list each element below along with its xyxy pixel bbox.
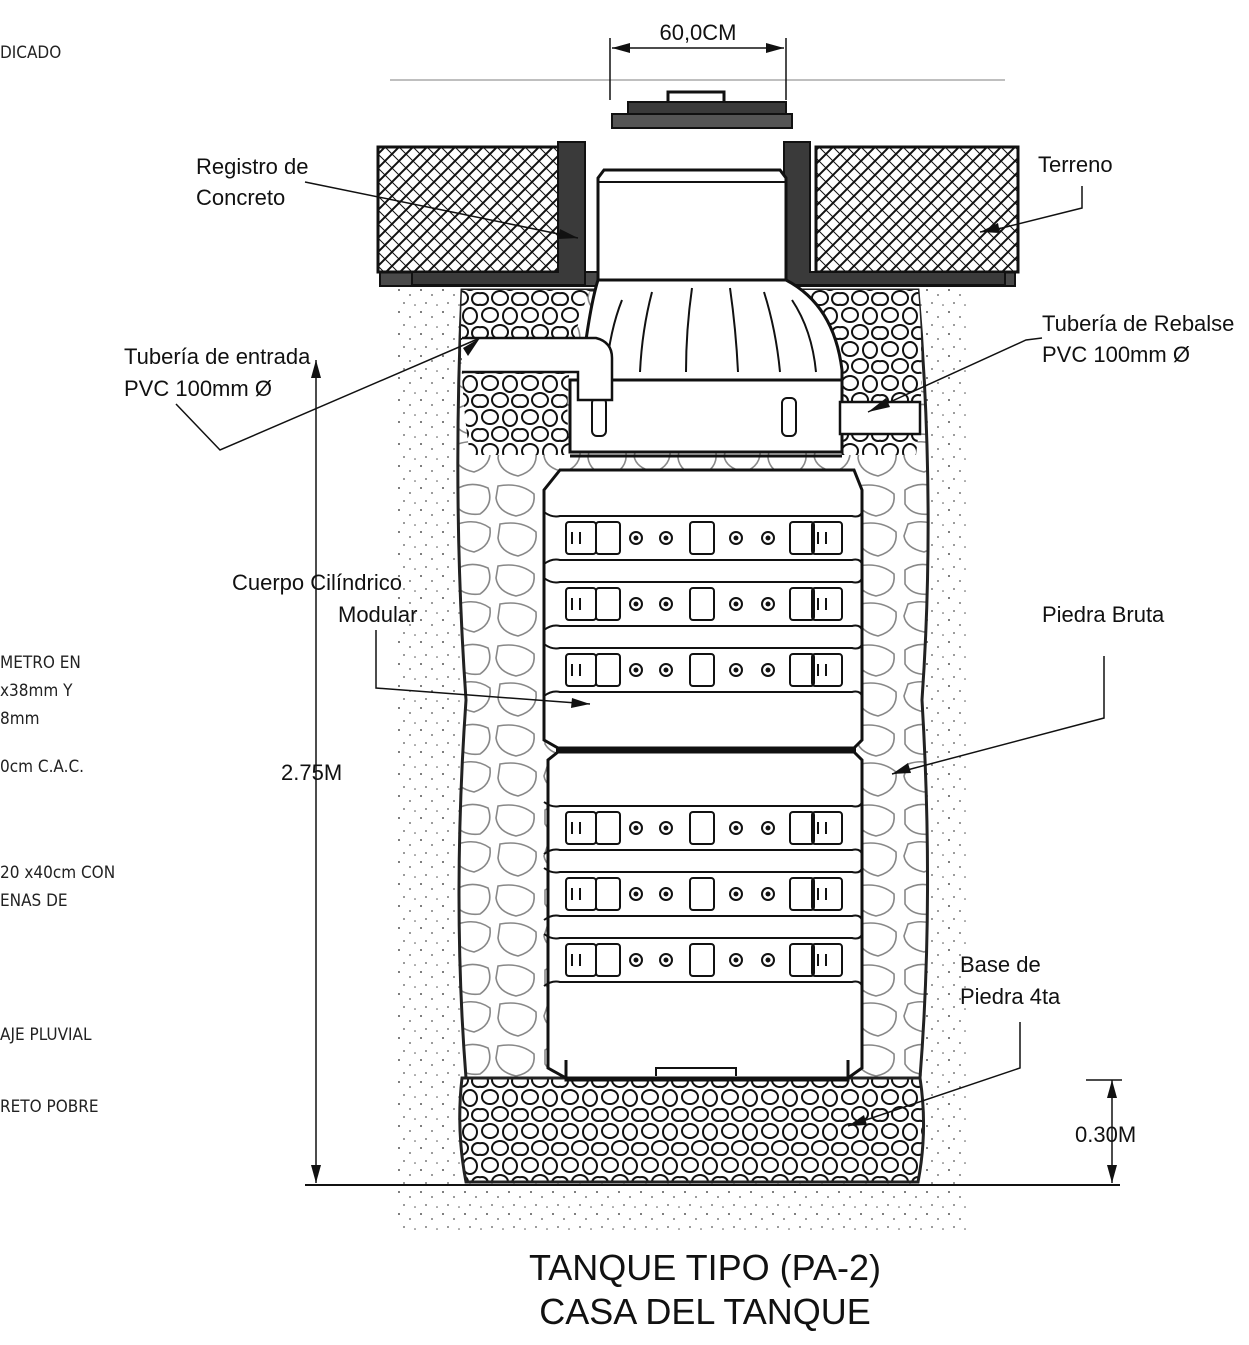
label-terreno: Terreno <box>979 152 1113 233</box>
dimension-top: 60,0CM <box>609 20 787 100</box>
label-registro: Registro de Concreto <box>196 154 579 239</box>
label-rebalse-line2: PVC 100mm Ø <box>1042 342 1190 367</box>
terrain-block-right <box>814 145 1020 274</box>
registro-wall-left <box>411 141 586 286</box>
lid-rim <box>611 113 793 129</box>
label-rebalse-line1: Tubería de Rebalse <box>1042 311 1234 336</box>
dim-top-width: 60,0CM <box>659 20 736 45</box>
tank-module-row <box>543 933 863 987</box>
lid <box>627 101 787 115</box>
label-base: Base de Piedra 4ta <box>847 952 1061 1127</box>
lid-handle <box>666 90 726 102</box>
tank-module-row <box>543 577 863 631</box>
tank-neck <box>596 168 788 282</box>
dimension-height: 2.75M <box>281 360 342 1183</box>
dimension-base: 0.30M <box>1075 1079 1136 1183</box>
label-entrada-line1: Tubería de entrada <box>124 344 311 369</box>
note-line: ENAS DE <box>0 891 68 911</box>
tank-module-row <box>543 867 863 921</box>
note-line: METRO EN <box>0 653 81 673</box>
label-base-line1: Base de <box>960 952 1041 977</box>
terrain-block-left <box>376 145 580 274</box>
label-rebalse: Tubería de Rebalse PVC 100mm Ø <box>867 311 1234 413</box>
note-line: 8mm <box>0 709 40 729</box>
note-line: x38mm Y <box>0 681 73 701</box>
dim-height: 2.75M <box>281 760 342 785</box>
label-entrada: Tubería de entrada PVC 100mm Ø <box>124 337 481 451</box>
label-cuerpo-line2: Modular <box>338 602 417 627</box>
note-line: RETO POBRE <box>0 1097 99 1117</box>
note-line: AJE PLUVIAL <box>0 1025 92 1045</box>
label-piedra-bruta: Piedra Bruta <box>891 602 1165 775</box>
label-entrada-line2: PVC 100mm Ø <box>124 376 272 401</box>
inlet-pipe <box>462 336 614 402</box>
label-piedra-bruta-text: Piedra Bruta <box>1042 602 1165 627</box>
gravel-base <box>458 1076 926 1184</box>
label-base-line2: Piedra 4ta <box>960 984 1061 1009</box>
label-cuerpo: Cuerpo Cilíndrico Modular <box>232 570 591 708</box>
title-line1: TANQUE TIPO (PA-2) <box>529 1247 881 1288</box>
note-line: 0cm C.A.C. <box>0 757 84 777</box>
tank-module-row <box>543 643 863 697</box>
label-registro-line1: Registro de <box>196 154 309 179</box>
label-cuerpo-line1: Cuerpo Cilíndrico <box>232 570 402 595</box>
note-line: 20 x40cm CON <box>0 863 115 883</box>
left-notes: DICADO METRO EN x38mm Y 8mm 0cm C.A.C. 2… <box>0 43 115 1117</box>
label-terreno-text: Terreno <box>1038 152 1113 177</box>
dim-base-height: 0.30M <box>1075 1122 1136 1147</box>
tank-dome <box>580 278 844 382</box>
title-line2: CASA DEL TANQUE <box>539 1291 870 1332</box>
tank-modules <box>543 511 863 987</box>
note-line: DICADO <box>0 43 61 63</box>
tank-module-row <box>543 511 863 565</box>
label-registro-line2: Concreto <box>196 185 285 210</box>
tank-module-row <box>543 801 863 855</box>
